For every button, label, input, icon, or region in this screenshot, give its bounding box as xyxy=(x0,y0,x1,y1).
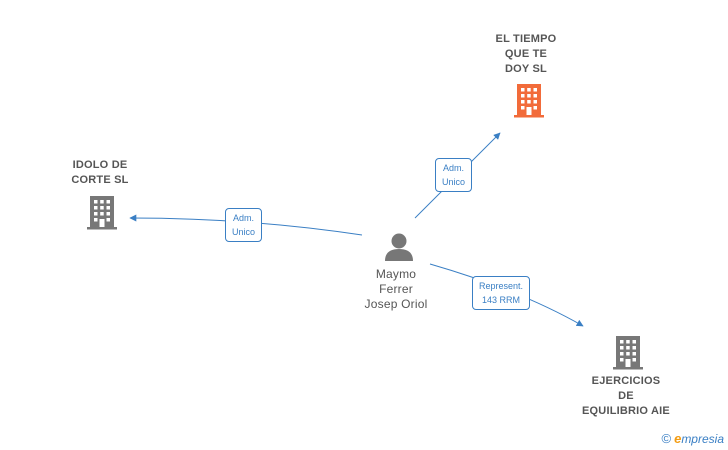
person-label[interactable]: Maymo Ferrer Josep Oriol xyxy=(364,267,428,311)
building-icon[interactable] xyxy=(87,196,117,230)
company-label-idolo[interactable]: IDOLO DE CORTE SL xyxy=(71,159,129,186)
company-label-tiempo[interactable]: EL TIEMPO QUE TE DOY SL xyxy=(495,33,557,75)
building-icon[interactable] xyxy=(613,336,643,370)
edge-label-adm-unico-idolo: Adm. Unico xyxy=(225,208,263,242)
brand-e: e xyxy=(674,431,682,446)
building-icon[interactable] xyxy=(514,84,544,118)
person-icon[interactable] xyxy=(385,233,413,262)
copyright-icon: © xyxy=(661,431,672,446)
brand-watermark: © empresia xyxy=(661,431,724,446)
edge-label-adm-unico-tiempo: Adm. Unico xyxy=(435,158,473,192)
company-label-ejercicios[interactable]: EJERCICIOS DE EQUILIBRIO AIE xyxy=(582,375,670,417)
edge-label-represent: Represent. 143 RRM xyxy=(472,276,531,310)
brand-name: mpresia xyxy=(681,432,724,446)
